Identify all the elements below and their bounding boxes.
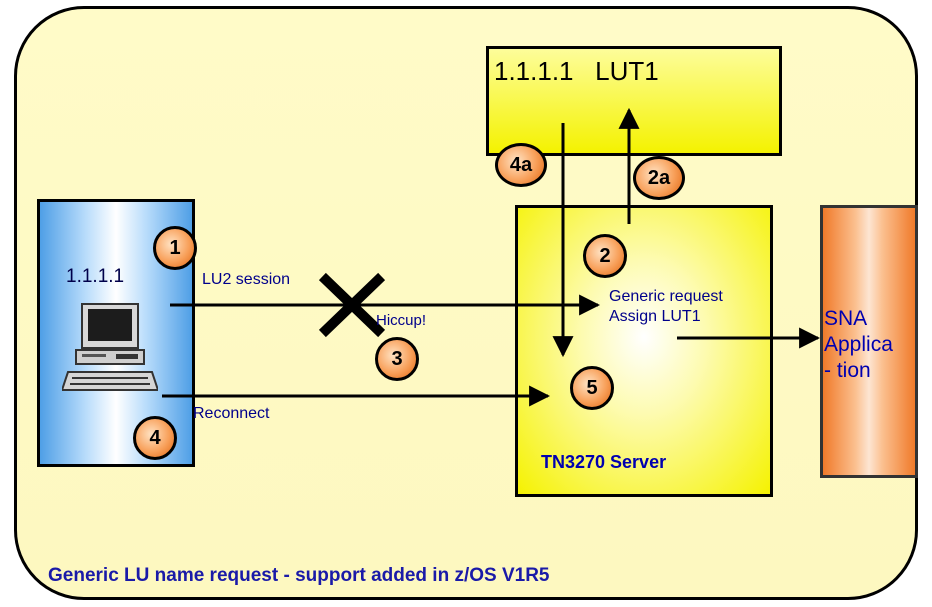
step-3-badge: 3 [375,337,419,381]
computer-icon [62,303,158,391]
lut-label: 1.1.1.1 LUT1 [494,56,659,86]
lut-box [486,46,782,156]
step-1-badge: 1 [153,226,197,270]
step-4-badge: 4 [133,416,177,460]
hiccup-break-icon [318,272,386,338]
sna-application-label: SNA Applica - tion [824,307,893,382]
reconnect-label: Reconnect [193,405,270,422]
server-label: TN3270 Server [541,452,667,472]
step-5-badge: 5 [570,366,614,410]
diagram-caption: Generic LU name request - support added … [48,565,550,586]
lu2-session-label: LU2 session [202,271,291,288]
hiccup-label: Hiccup! [376,312,427,329]
step-2-badge: 2 [583,234,627,278]
step-2a-badge: 2a [633,156,685,200]
generic-request-label: Generic request Assign LUT1 [609,288,723,325]
client-ip-label: 1.1.1.1 [66,266,125,287]
step-4a-badge: 4a [495,143,547,187]
sna-application-box [820,205,918,478]
